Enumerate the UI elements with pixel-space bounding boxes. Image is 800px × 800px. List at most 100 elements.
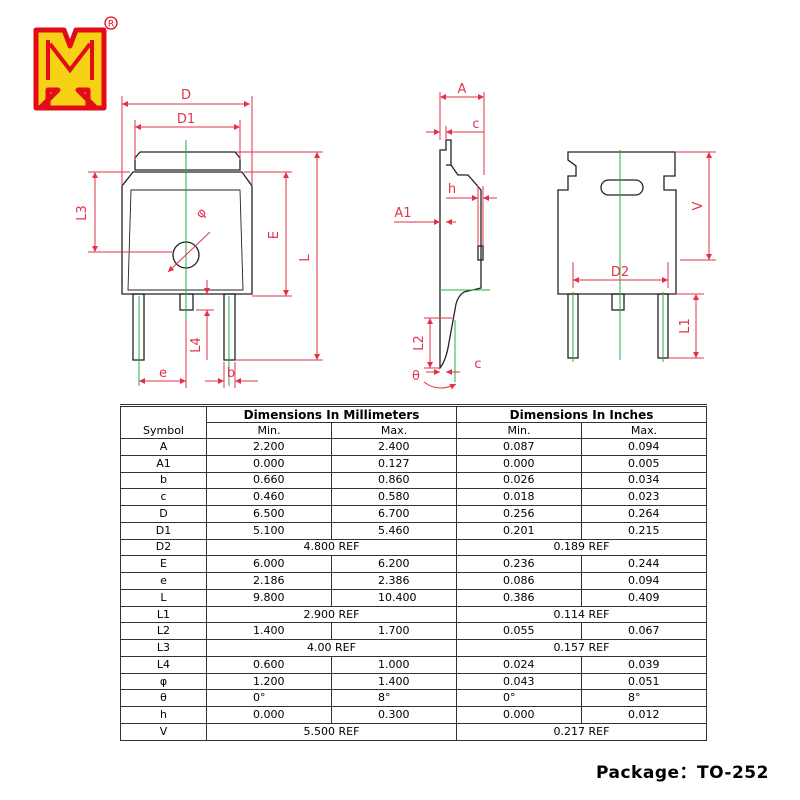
side-dimensions	[394, 92, 497, 390]
cell-symbol: φ	[120, 672, 207, 691]
package-label: Package：TO-252	[596, 763, 769, 783]
cell-in-min: 0.026	[456, 471, 582, 490]
cell-in-min: 0.043	[456, 672, 582, 691]
cell-mm-min: 9.800	[206, 588, 332, 607]
package-drawing: R D D1 L3 E	[33, 16, 716, 390]
back-centerlines	[572, 150, 664, 362]
header-in-max: Max.	[580, 422, 708, 439]
cell-mm-min: 0.660	[206, 471, 332, 490]
cell-mm-min: 5.100	[206, 521, 332, 540]
cell-in-max: 0.039	[580, 655, 708, 674]
cell-symbol: D1	[120, 521, 207, 540]
cell-in-ref: 0.157 REF	[455, 639, 708, 657]
cell-in-max: 0.215	[580, 521, 708, 540]
back-view	[557, 151, 677, 359]
cell-symbol: L4	[120, 655, 207, 674]
dim-label-D2: D2	[611, 265, 629, 280]
cell-mm-ref: 4.00 REF	[206, 639, 457, 657]
header-inch: Dimensions In Inches	[455, 404, 708, 423]
cell-mm-max: 2.386	[331, 572, 457, 590]
side-view	[439, 139, 484, 370]
dim-label-L3: L3	[75, 205, 90, 221]
header-symbol-blank	[120, 404, 207, 423]
dim-label-phi: φ	[193, 205, 210, 222]
cell-in-max: 0.005	[580, 454, 708, 473]
side-centerlines	[440, 289, 490, 382]
cell-in-min: 0.201	[456, 521, 582, 540]
cell-mm-min: 0.600	[206, 655, 332, 674]
cell-in-max: 0.051	[580, 672, 708, 691]
brand-logo	[33, 27, 107, 111]
cell-mm-max: 6.700	[331, 505, 457, 523]
cell-symbol: D	[120, 505, 207, 523]
cell-in-min: 0.000	[456, 706, 582, 725]
cell-mm-max: 1.700	[331, 622, 457, 641]
cell-symbol: L1	[120, 605, 207, 624]
table-subheader-row: Symbol Min. Max. Min. Max.	[120, 422, 708, 439]
cell-symbol: L2	[120, 622, 207, 641]
cell-in-ref: 0.114 REF	[455, 605, 708, 624]
cell-in-max: 0.012	[580, 706, 708, 725]
cell-symbol: A	[120, 438, 207, 456]
cell-in-min: 0°	[456, 689, 582, 708]
dim-label-L4: L4	[189, 337, 204, 353]
cell-in-ref: 0.217 REF	[455, 723, 708, 741]
dim-label-A: A	[458, 82, 467, 97]
header-in-min: Min.	[456, 422, 582, 439]
cell-mm-min: 0.000	[206, 706, 332, 725]
dim-label-c-top: c	[472, 117, 479, 132]
cell-in-max: 0.023	[580, 488, 708, 507]
cell-in-max: 0.244	[580, 555, 708, 574]
cell-symbol: V	[120, 723, 207, 741]
cell-symbol: D2	[120, 538, 207, 557]
cell-symbol: L	[120, 588, 207, 607]
front-dimensions	[88, 96, 323, 388]
cell-mm-min: 2.186	[206, 572, 332, 590]
cell-in-max: 8°	[580, 689, 708, 708]
cell-mm-max: 0.127	[331, 454, 457, 473]
cell-mm-max: 2.400	[331, 438, 457, 456]
cell-mm-min: 2.200	[206, 438, 332, 456]
cell-in-max: 0.264	[580, 505, 708, 523]
cell-in-min: 0.086	[456, 572, 582, 590]
cell-symbol: b	[120, 471, 207, 490]
cell-symbol: E	[120, 555, 207, 574]
dim-label-D1: D1	[177, 112, 195, 127]
cell-in-max: 0.409	[580, 588, 708, 607]
front-centerlines	[138, 140, 230, 386]
cell-mm-max: 5.460	[331, 521, 457, 540]
cell-mm-ref: 5.500 REF	[206, 723, 457, 741]
cell-in-min: 0.236	[456, 555, 582, 574]
cell-mm-max: 10.400	[331, 588, 457, 607]
cell-symbol: A1	[120, 454, 207, 473]
cell-in-min: 0.055	[456, 622, 582, 641]
front-view	[121, 151, 253, 361]
cell-in-min: 0.386	[456, 588, 582, 607]
header-mm: Dimensions In Millimeters	[206, 404, 457, 423]
cell-mm-min: 1.200	[206, 672, 332, 691]
header-symbol: Symbol	[120, 422, 207, 439]
dim-label-c-bottom: c	[474, 357, 481, 372]
header-mm-max: Max.	[331, 422, 457, 439]
cell-mm-max: 8°	[331, 689, 457, 708]
dim-label-E: E	[267, 231, 282, 239]
cell-in-min: 0.000	[456, 454, 582, 473]
cell-symbol: h	[120, 706, 207, 725]
dim-label-L: L	[298, 254, 313, 262]
cell-mm-ref: 4.800 REF	[206, 538, 457, 557]
cell-mm-min: 0°	[206, 689, 332, 708]
cell-symbol: θ	[120, 689, 207, 708]
